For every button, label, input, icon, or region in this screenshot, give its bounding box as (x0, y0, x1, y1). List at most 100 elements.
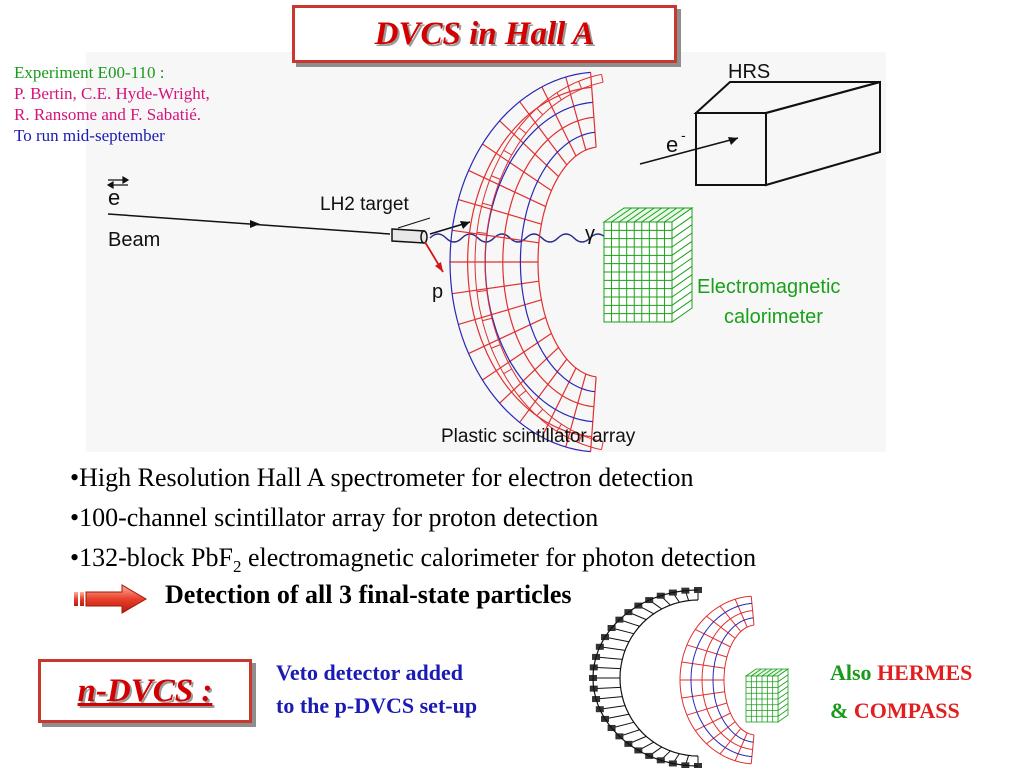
bullet-item-calorimeter: •132-block PbF2 electromagnetic calorime… (70, 538, 756, 587)
calo-side-line (777, 674, 789, 683)
experiment-credits: Experiment E00-110 : P. Bertin, C.E. Hyd… (14, 62, 210, 146)
calo-top-line (772, 668, 783, 677)
scint-segment-edge (452, 280, 539, 295)
electron-in-label: e (108, 185, 120, 210)
scint-segment-edge (499, 347, 559, 404)
veto-paddle-edge (593, 686, 621, 690)
small-calorimeter (744, 668, 790, 723)
ndvcs-box: n-DVCS : (38, 659, 252, 723)
scint-ring (519, 131, 596, 393)
calo-top-line (649, 207, 670, 223)
veto-line1: Veto detector added (276, 660, 463, 685)
scint-segment-edge (601, 74, 604, 83)
veto-paddle-edge (596, 656, 623, 660)
compass-label: COMPASS (853, 698, 960, 723)
scint-segment-edge (750, 596, 755, 626)
scint-segment-edge (601, 441, 604, 450)
veto-paddle-edge (593, 666, 621, 670)
scint-ring (701, 610, 753, 750)
gamma-label: γ (585, 223, 595, 245)
calorimeter-label-line2: calorimeter (724, 306, 823, 328)
lh2-target (391, 228, 428, 244)
scint-segment-edge (476, 231, 487, 235)
bullet-calo-post: electromagnetic calorimeter for photon d… (241, 543, 757, 572)
authors-line2: R. Ransome and F. Sabatié. (14, 105, 202, 124)
scint-segment-edge (468, 169, 546, 208)
scint-segment-edge (458, 198, 542, 225)
calo-side-line (777, 703, 789, 711)
calo-top-line (761, 668, 773, 677)
scint-ring (502, 116, 594, 408)
calo-side-line (671, 282, 693, 298)
ndvcs-label: n-DVCS : (77, 672, 213, 709)
scint-ring (484, 81, 604, 443)
calo-top-line (611, 207, 632, 223)
electromagnetic-calorimeter (602, 207, 694, 323)
calo-side-line (777, 697, 789, 706)
calo-side-line (671, 265, 693, 281)
scint-segment-edge (565, 76, 587, 151)
scint-segment-edge (556, 423, 562, 432)
scint-segment-edge (468, 316, 546, 355)
right-arrow-icon (74, 584, 147, 614)
scint-segment-edge (536, 107, 544, 116)
beam-track (107, 213, 391, 235)
scint-segment-edge (519, 101, 568, 166)
veto-paddle-edge (599, 646, 626, 651)
bullet-calo-pre: •132-block PbF (70, 543, 233, 572)
photon-track (429, 233, 607, 243)
veto-inner-arc (619, 599, 699, 757)
scint-segment-edge (536, 408, 544, 417)
scint-ring (690, 602, 752, 758)
calo-side-line (671, 274, 693, 290)
calo-side-line (671, 299, 693, 315)
calo-top-line (767, 668, 778, 677)
also-word: Also (830, 660, 878, 685)
run-date: To run mid-september (14, 126, 165, 145)
electron-scatter-arrowhead (460, 221, 470, 229)
scint-segment-edge (491, 175, 501, 180)
authors-line1: P. Bertin, C.E. Hyde-Wright, (14, 84, 210, 103)
title-box: DVCS in Hall A (292, 5, 677, 63)
calo-side-line (671, 257, 693, 273)
beam-polarization-icon (106, 175, 130, 190)
calo-side-line (671, 232, 693, 248)
calo-side-line (777, 708, 789, 717)
calo-top-line (618, 207, 640, 223)
exclusivity-note: Detection of all 3 final-state particles… (165, 580, 785, 609)
scint-segment-edge (503, 368, 512, 375)
proton-arrowhead (435, 262, 443, 272)
hrs-label: HRS (728, 61, 770, 83)
bullet-calo-sub: 2 (232, 557, 242, 577)
scint-segment-edge (482, 332, 552, 381)
scint-ring (466, 86, 592, 438)
other-experiments: Also HERMES & COMPASS (830, 654, 972, 730)
calo-side-line (777, 680, 789, 688)
bullet-item-scintillator: •100-channel scintillator array for prot… (70, 503, 599, 532)
calo-top-line (656, 207, 678, 223)
scint-segment-edge (578, 81, 583, 90)
calo-side-line (671, 215, 693, 231)
scint-segment-edge (541, 86, 577, 157)
scint-segment-edge (556, 92, 562, 101)
scint-ring (712, 617, 754, 743)
scint-segment-edge (452, 229, 539, 244)
small-scintillator-array (679, 595, 755, 765)
calo-side-line (777, 691, 789, 700)
calo-side-line (671, 249, 693, 265)
ndvcs-setup-diagram (578, 582, 814, 768)
scint-segment-edge (482, 202, 492, 207)
scint-ring (537, 146, 597, 378)
scint-segment-edge (458, 299, 542, 326)
target-label: LH2 target (320, 194, 409, 215)
calo-side-line (777, 685, 789, 694)
calo-top-line (633, 207, 655, 223)
bullet-item-spectrometer: •High Resolution Hall A spectrometer for… (70, 463, 694, 492)
hermes-label: HERMES (877, 660, 973, 685)
calo-side-line (671, 240, 693, 256)
scint-segment-edge (491, 344, 501, 349)
veto-note: Veto detector added to the p-DVCS set-up (276, 656, 477, 722)
scint-segment-edge (518, 390, 527, 397)
amp-word: & (830, 698, 854, 723)
